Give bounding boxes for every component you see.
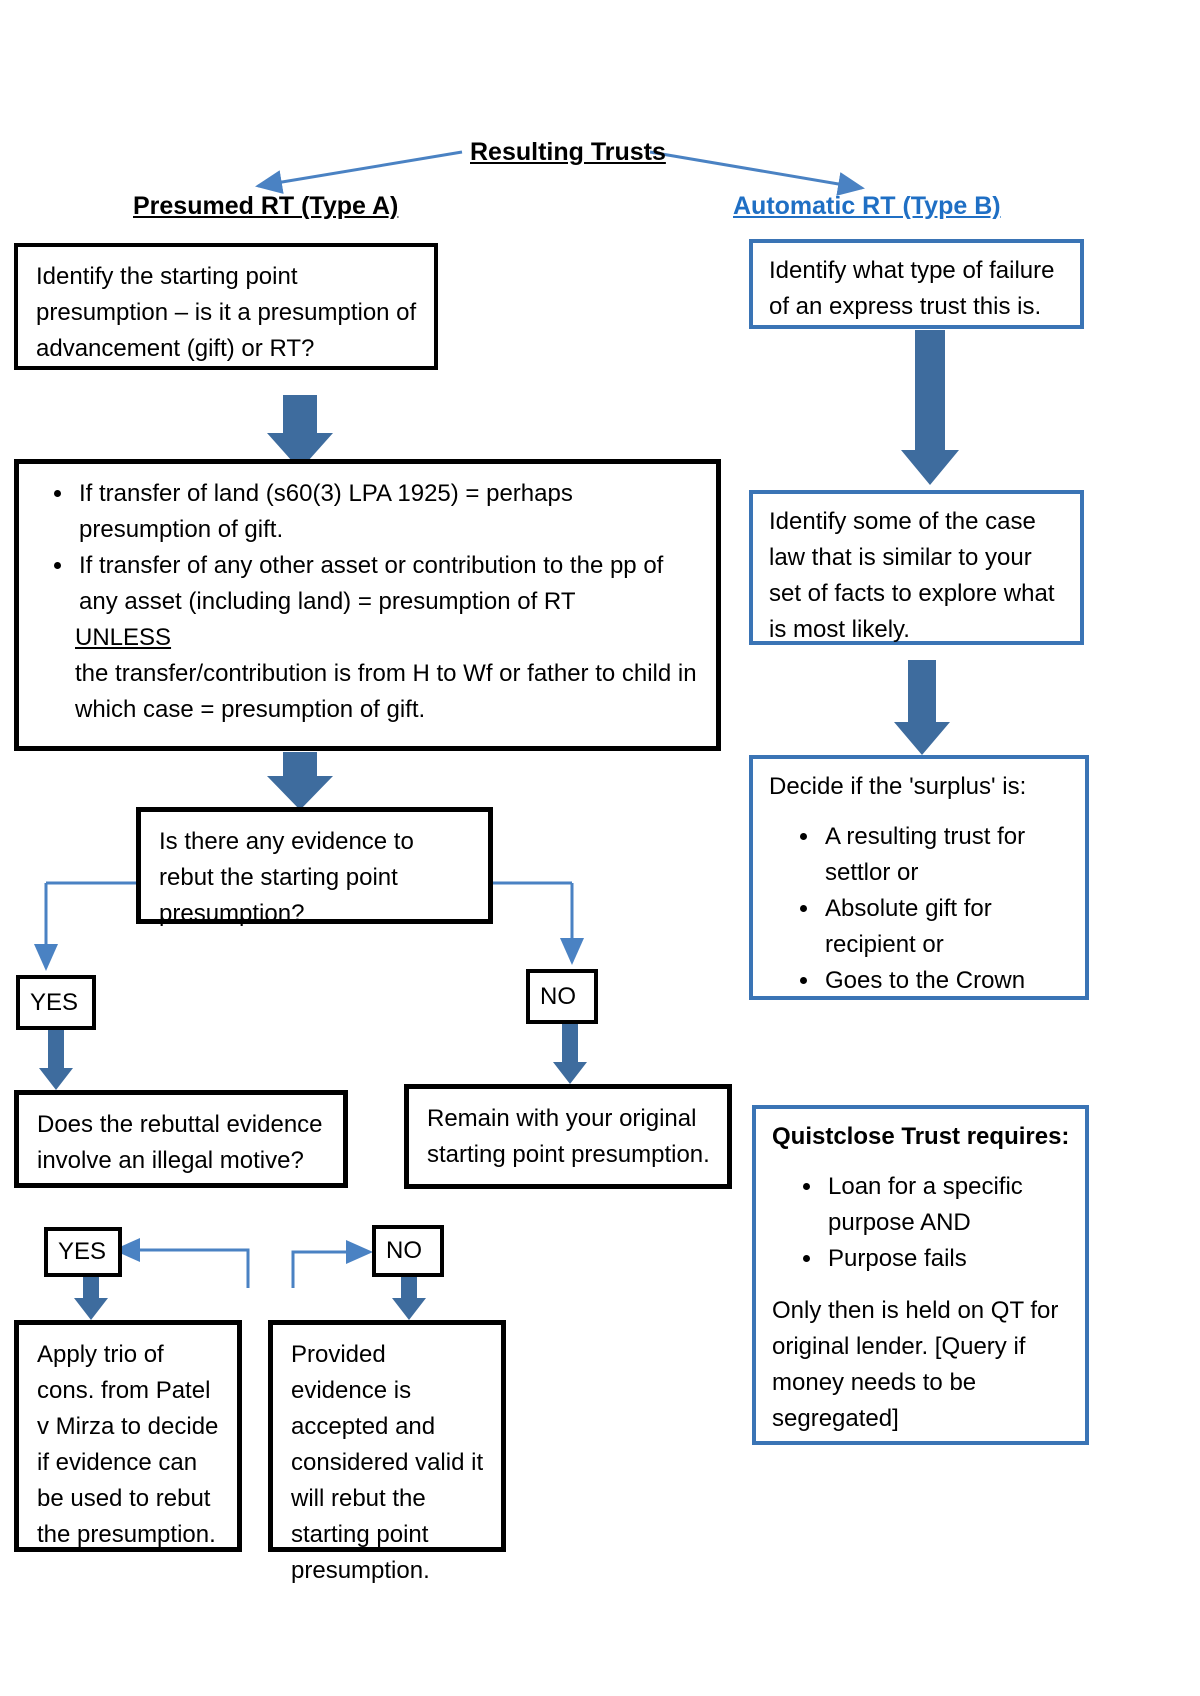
list-item: If transfer of any other asset or contri… <box>75 548 700 620</box>
quistclose-footer: Only then is held on QT for original len… <box>772 1297 1059 1432</box>
branch-lines-decision-2 <box>113 1238 373 1288</box>
quistclose-title: Quistclose Trust requires: <box>772 1123 1070 1150</box>
node-identify-starting-point-text: Identify the starting point presumption … <box>36 263 417 362</box>
label-no-2: NO <box>372 1225 444 1277</box>
node-remain-original-text: Remain with your original starting point… <box>427 1105 710 1168</box>
label-yes-1: YES <box>16 975 96 1030</box>
node-identify-case-law: Identify some of the case law that is si… <box>749 490 1084 645</box>
label-yes-1-text: YES <box>30 988 79 1016</box>
unless-text: the transfer/contribution is from H to W… <box>75 660 697 723</box>
label-no-1-text: NO <box>540 982 576 1010</box>
list-item: A resulting trust for settlor or <box>821 819 1071 891</box>
label-no-2-text: NO <box>386 1237 422 1264</box>
branch-label-presumed-rt: Presumed RT (Type A) <box>133 192 399 220</box>
transfer-rules-bullets: If transfer of land (s60(3) LPA 1925) = … <box>37 476 700 620</box>
list-item: If transfer of land (s60(3) LPA 1925) = … <box>75 476 700 548</box>
node-identify-starting-point: Identify the starting point presumption … <box>14 243 438 370</box>
node-identify-failure-type: Identify what type of failure of an expr… <box>749 239 1084 329</box>
fat-arrow-right-1 <box>901 330 959 485</box>
node-evidence-rebuts: Provided evidence is accepted and consid… <box>268 1320 506 1584</box>
node-identify-case-law-text: Identify some of the case law that is si… <box>769 508 1055 643</box>
node-evidence-to-rebut-text: Is there any evidence to rebut the start… <box>159 828 414 927</box>
arrow-title-to-right <box>649 150 865 196</box>
node-evidence-rebuts-text: Provided evidence is accepted and consid… <box>291 1341 484 1584</box>
node-patel-v-mirza-text: Apply trio of cons. from Patel v Mirza t… <box>37 1341 219 1548</box>
fat-arrow-right-2 <box>894 660 950 755</box>
fat-arrow-no-1 <box>553 1022 587 1084</box>
label-yes-2-text: YES <box>58 1238 107 1265</box>
node-illegal-motive-text: Does the rebuttal evidence involve an il… <box>37 1111 323 1174</box>
node-transfer-rules: If transfer of land (s60(3) LPA 1925) = … <box>14 459 721 751</box>
branch-label-automatic-rt: Automatic RT (Type B) <box>733 192 1001 220</box>
quistclose-bullets: Loan for a specific purpose AND Purpose … <box>772 1169 1071 1277</box>
node-remain-original-presumption: Remain with your original starting point… <box>404 1084 732 1189</box>
node-quistclose-trust: Quistclose Trust requires: Loan for a sp… <box>752 1105 1089 1445</box>
diagram-title: Resulting Trusts <box>470 138 666 166</box>
label-no-1: NO <box>526 969 598 1024</box>
unless-label: UNLESS <box>75 624 172 651</box>
list-item: Purpose fails <box>824 1241 1071 1277</box>
node-identify-failure-type-text: Identify what type of failure of an expr… <box>769 257 1055 320</box>
fat-arrow-yes-1 <box>39 1028 73 1090</box>
fat-arrow-left-2 <box>267 752 333 810</box>
arrow-title-to-left <box>255 150 463 194</box>
node-decide-surplus: Decide if the 'surplus' is: A resulting … <box>749 755 1089 1000</box>
list-item: Goes to the Crown <box>821 963 1071 999</box>
node-illegal-motive-question: Does the rebuttal evidence involve an il… <box>14 1090 348 1188</box>
decide-surplus-bullets: A resulting trust for settlor or Absolut… <box>769 819 1071 999</box>
list-item: Absolute gift for recipient or <box>821 891 1071 963</box>
label-yes-2: YES <box>44 1227 122 1277</box>
fat-arrow-yes-2 <box>74 1276 108 1320</box>
list-item: Loan for a specific purpose AND <box>824 1169 1071 1241</box>
node-patel-v-mirza: Apply trio of cons. from Patel v Mirza t… <box>14 1320 242 1552</box>
decide-surplus-lead: Decide if the 'surplus' is: <box>769 773 1027 800</box>
node-evidence-to-rebut-question: Is there any evidence to rebut the start… <box>136 807 493 927</box>
fat-arrow-no-2 <box>392 1276 426 1320</box>
